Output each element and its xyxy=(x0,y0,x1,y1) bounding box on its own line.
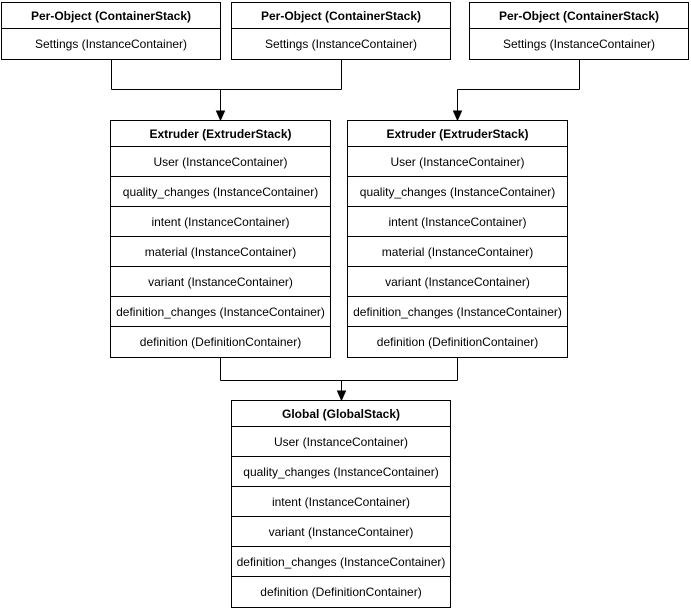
arrowhead-down-icon xyxy=(452,110,463,122)
connector-extruders-to-global xyxy=(220,358,458,402)
arrowhead-down-icon xyxy=(215,110,226,122)
per-object-stack-2-title: Per-Object (ContainerStack) xyxy=(232,3,450,29)
global-stack-row-quality-changes: quality_changes (InstanceContainer) xyxy=(232,457,450,487)
global-stack-title: Global (GlobalStack) xyxy=(232,401,450,427)
per-object-stack-2: Per-Object (ContainerStack) Settings (In… xyxy=(231,2,451,60)
extruder-stack-2: Extruder (ExtruderStack) User (InstanceC… xyxy=(347,120,568,358)
connector-perobject3-to-extruder2 xyxy=(452,60,580,122)
extruder-stack-1-row-user: User (InstanceContainer) xyxy=(111,147,330,177)
extruder-stack-2-row-variant: variant (InstanceContainer) xyxy=(348,267,567,297)
extruder-stack-1: Extruder (ExtruderStack) User (InstanceC… xyxy=(110,120,331,358)
global-stack-row-definition-changes: definition_changes (InstanceContainer) xyxy=(232,547,450,577)
per-object-stack-2-row-settings: Settings (InstanceContainer) xyxy=(264,37,418,51)
arrowhead-down-icon xyxy=(336,390,347,402)
extruder-stack-1-title: Extruder (ExtruderStack) xyxy=(111,121,330,147)
global-stack: Global (GlobalStack) User (InstanceConta… xyxy=(231,400,451,608)
extruder-stack-1-row-intent: intent (InstanceContainer) xyxy=(111,207,330,237)
extruder-stack-2-row-definition-changes: definition_changes (InstanceContainer) xyxy=(348,297,567,327)
extruder-stack-2-row-intent: intent (InstanceContainer) xyxy=(348,207,567,237)
extruder-stack-2-row-user: User (InstanceContainer) xyxy=(348,147,567,177)
extruder-stack-1-row-variant: variant (InstanceContainer) xyxy=(111,267,330,297)
connector-perobject12-to-extruder1 xyxy=(111,60,342,122)
extruder-stack-2-row-material: material (InstanceContainer) xyxy=(348,237,567,267)
extruder-stack-1-row-material: material (InstanceContainer) xyxy=(111,237,330,267)
global-stack-row-user: User (InstanceContainer) xyxy=(232,427,450,457)
extruder-stack-2-row-definition: definition (DefinitionContainer) xyxy=(376,335,539,349)
extruder-stack-1-row-definition: definition (DefinitionContainer) xyxy=(139,335,302,349)
extruder-stack-1-row-definition-changes: definition_changes (InstanceContainer) xyxy=(111,297,330,327)
extruder-stack-2-row-quality-changes: quality_changes (InstanceContainer) xyxy=(348,177,567,207)
per-object-stack-1-row-settings: Settings (InstanceContainer) xyxy=(34,37,188,51)
global-stack-row-definition: definition (DefinitionContainer) xyxy=(260,585,422,599)
global-stack-row-intent: intent (InstanceContainer) xyxy=(232,487,450,517)
per-object-stack-3-row-settings: Settings (InstanceContainer) xyxy=(502,37,656,51)
per-object-stack-1: Per-Object (ContainerStack) Settings (In… xyxy=(1,2,221,60)
per-object-stack-3-title: Per-Object (ContainerStack) xyxy=(470,3,688,29)
global-stack-row-variant: variant (InstanceContainer) xyxy=(232,517,450,547)
per-object-stack-3: Per-Object (ContainerStack) Settings (In… xyxy=(469,2,689,60)
extruder-stack-1-row-quality-changes: quality_changes (InstanceContainer) xyxy=(111,177,330,207)
extruder-stack-2-title: Extruder (ExtruderStack) xyxy=(348,121,567,147)
per-object-stack-1-title: Per-Object (ContainerStack) xyxy=(2,3,220,29)
